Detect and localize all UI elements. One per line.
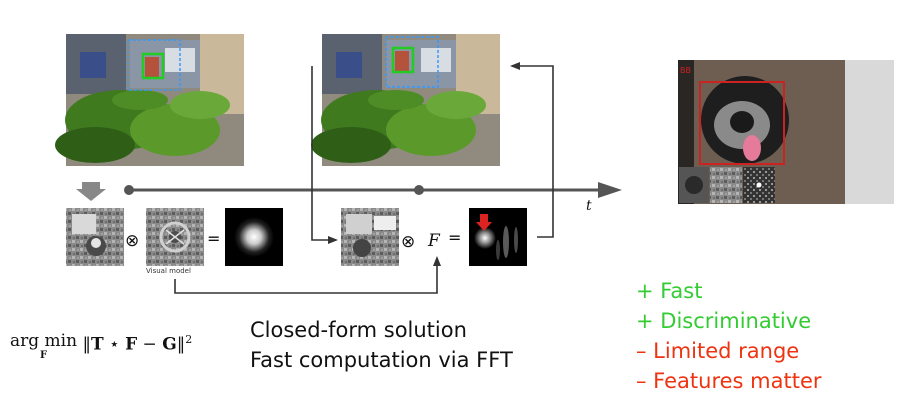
pro-fast: + Fast	[636, 279, 703, 303]
patch-input-2	[341, 208, 399, 266]
filter-symbol: F	[427, 231, 441, 251]
argmin-operator: arg min F	[10, 331, 78, 361]
result-bounding-box	[699, 81, 785, 165]
loop-arrow	[510, 62, 554, 238]
frame-to-patch-arrow	[311, 66, 338, 244]
time-arrow-icon	[598, 182, 622, 198]
response-map-patch	[469, 208, 527, 266]
description-line-2: Fast computation via FFT	[250, 348, 513, 372]
tracking-result-image: BB	[678, 60, 894, 204]
watermark-label: BB	[680, 66, 691, 75]
target-response-patch	[225, 208, 283, 266]
peak-marker-icon	[476, 214, 492, 231]
timeline-node	[414, 185, 424, 195]
patch-input-1	[66, 208, 124, 266]
video-frame-2	[311, 34, 500, 166]
time-label: t	[586, 198, 592, 214]
optimization-formula: arg min F ‖T ⋆ F − G‖2	[10, 331, 193, 361]
visual-model-label: Visual model	[146, 267, 191, 275]
convolution-operator: ⊗	[401, 232, 415, 252]
pro-discriminative: + Discriminative	[636, 309, 812, 333]
search-region-box	[127, 39, 181, 91]
tracker-box	[391, 46, 415, 74]
down-arrow-icon	[76, 182, 106, 201]
time-axis: t	[124, 182, 622, 214]
search-region-box	[385, 36, 439, 88]
equals-operator: =	[448, 228, 461, 247]
equals-operator: =	[207, 229, 220, 248]
convolution-operator: ⊗	[125, 231, 139, 251]
visual-model-patch	[146, 208, 204, 266]
description-line-1: Closed-form solution	[250, 318, 467, 342]
model-update-arrow	[174, 256, 441, 294]
tracker-box	[141, 52, 165, 80]
con-features-matter: – Features matter	[636, 369, 822, 393]
con-limited-range: – Limited range	[636, 339, 800, 363]
thumb-model	[710, 167, 742, 203]
video-frame-1	[55, 34, 244, 166]
timeline-node	[124, 185, 134, 195]
